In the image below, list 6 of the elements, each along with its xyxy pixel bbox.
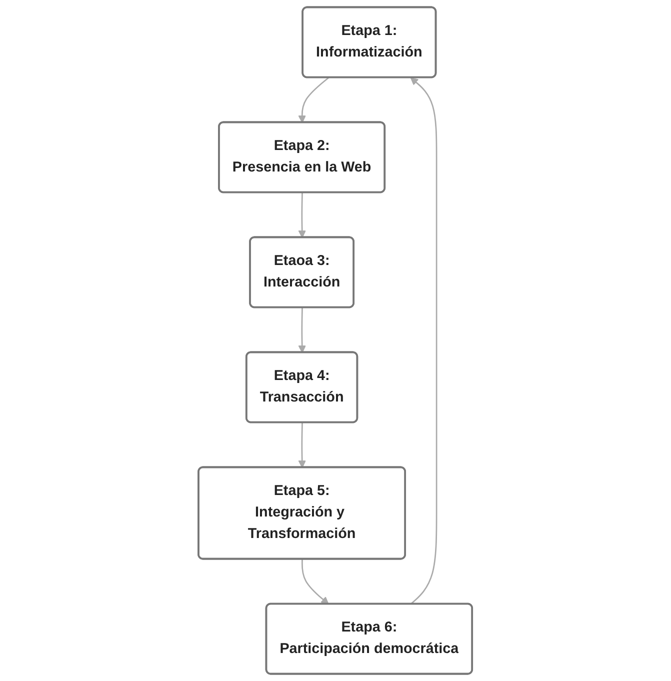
arrow (302, 559, 330, 605)
arrow (298, 308, 306, 353)
arrow (298, 77, 330, 123)
arrow (298, 422, 306, 468)
arrow (298, 192, 306, 238)
arrow (410, 77, 438, 605)
